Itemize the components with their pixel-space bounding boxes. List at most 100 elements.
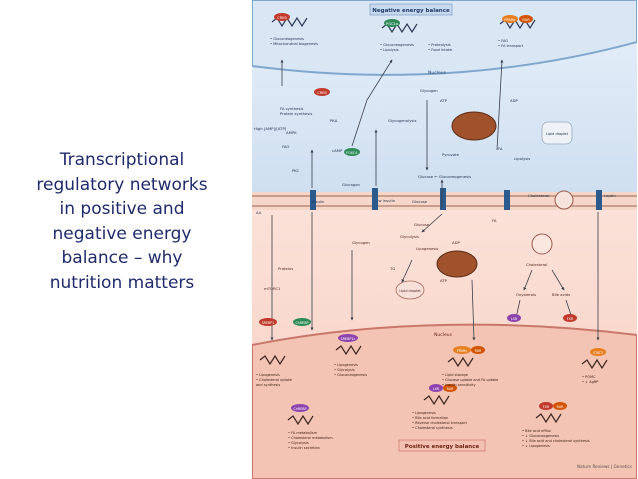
foxo1-label: FOXO1	[346, 151, 358, 155]
ppara-top-label: PPARα	[504, 18, 516, 22]
nucleus-label-top: Nucleus	[428, 70, 447, 76]
title-line: nutrition matters	[49, 272, 195, 293]
creb2-node	[314, 88, 330, 96]
membrane-labels: Insulin Glucose Cholesterol Leptin AA	[256, 193, 616, 215]
label: Proteins	[278, 266, 293, 271]
label: Cholesterol	[526, 262, 547, 267]
rxr-d-node	[553, 402, 567, 410]
bottom-nucleus	[252, 323, 637, 479]
label: FAO	[282, 144, 289, 149]
bullet: • Lipogenesis	[256, 373, 280, 377]
label: PKC	[292, 168, 300, 173]
positive-banner: Positive energy balance	[405, 444, 480, 450]
label: ATP	[440, 98, 448, 103]
label: Insulin	[312, 199, 325, 204]
label: cAMP	[332, 148, 343, 153]
figure-credit: Nature Reviews | Genetics	[577, 464, 632, 469]
label: Lipolysis	[514, 156, 530, 161]
fxr-label: FXR	[567, 317, 574, 321]
srebp1-node	[259, 318, 277, 326]
lipid-droplet-top	[541, 121, 573, 145]
label: FA	[492, 218, 497, 223]
bottom-bullets: • Lipogenesis • Cholesterol uptake and s…	[256, 363, 598, 450]
bullet: • Gluconeogenesis	[380, 43, 414, 47]
rxr-top-label: RXR	[522, 18, 530, 22]
label: Glycogenolysis	[388, 118, 416, 123]
bullet: • FA metabolism	[288, 431, 318, 435]
lxr2-node	[429, 384, 443, 392]
bullet: • Lipogenesis	[334, 363, 358, 367]
chrebp-node	[293, 318, 311, 326]
label: Bile acids	[552, 292, 570, 297]
label: PKA	[330, 118, 338, 123]
bullet: • Lipogenesis	[412, 411, 436, 415]
title-line: Transcriptional	[59, 150, 185, 170]
top-bullets: • Gluconeogenesis • Mitochondrial biogen…	[270, 37, 524, 52]
label: Glucagon	[342, 182, 361, 187]
rxr-d-label: RXR	[557, 405, 565, 409]
positive-banner-box	[398, 439, 486, 452]
label: Oxysterols	[516, 292, 536, 297]
label: Glycolysis	[400, 234, 419, 239]
bullet: • Lipolysis	[380, 48, 399, 52]
bullet: • ↓ Bile acid and cholesterol synthesis	[522, 439, 590, 443]
title-line: balance – why	[61, 248, 183, 268]
fxr-node	[563, 314, 577, 322]
creb-label: CREB	[277, 16, 287, 20]
label: Lipogenesis	[416, 246, 438, 251]
bottom-pathway-labels: Glycogen Glycolysis Glucose Lipogenesis …	[264, 218, 570, 297]
bullet: • Bile acid efflux	[522, 429, 551, 433]
bullet: • Cholesterol synthesis	[412, 426, 453, 430]
bullet: • Gluconeogenesis	[334, 373, 367, 377]
negative-banner-box	[369, 3, 453, 16]
top-pathway-labels: Glycogen Glycogenolysis ATP ADP Pyruvate…	[254, 88, 530, 203]
bullet: • ↓ AgRP	[582, 380, 598, 384]
pathway-arrows	[270, 59, 600, 341]
label: AMPK	[286, 130, 297, 135]
fxr2-node	[539, 402, 553, 410]
slide-title: Transcriptional regulatory networks in p…	[8, 148, 236, 295]
lipid-droplet-bottom-label: Lipid droplet	[399, 289, 421, 293]
label: Leptin	[604, 193, 616, 198]
dna-strands-bottom	[259, 344, 608, 426]
label: Glycogen	[420, 88, 438, 93]
bullet: • Proteolysis	[428, 43, 451, 47]
lipid-droplet-bottom	[395, 280, 425, 300]
rxr-b-node	[471, 346, 485, 354]
bullet: • Cholesterol uptake	[256, 378, 292, 382]
bullet: • FA transport	[498, 44, 524, 48]
top-nucleus	[252, 0, 637, 76]
lipoprotein-particle	[531, 233, 553, 255]
bullet: • Lipid storage	[442, 373, 468, 377]
label: Glucose	[414, 222, 430, 227]
title-line: in positive and	[59, 199, 185, 219]
label: Glucose ← Gluconeogenesis	[418, 174, 471, 179]
label: AA	[256, 210, 262, 215]
chrebp2-label: ChREBP	[293, 407, 306, 411]
bullet: • Glycolysis	[334, 368, 355, 372]
pgc1a-label: PGC1α	[386, 22, 398, 26]
label: Pyruvate	[442, 152, 460, 157]
energy-balance-figure: Negative energy balance Positive energy …	[252, 0, 637, 479]
label: FA synthesis	[280, 106, 304, 111]
foxo1-node	[344, 148, 360, 156]
label: ATP	[440, 278, 448, 283]
bullet: • ↓ Lipogenesis	[522, 444, 550, 448]
bullet: • FAO	[498, 39, 508, 43]
bullet: • Bile acid formation	[412, 416, 448, 420]
bullet: • POMC	[582, 375, 596, 379]
chrebp-label: ChREBP	[295, 321, 308, 325]
label: Protein synthesis	[280, 111, 312, 116]
membrane-receptors	[310, 188, 602, 210]
top-tf-nodes: CREB PGC1α PPARα RXR FOXO1 CREB	[274, 13, 533, 156]
creb-node	[274, 13, 290, 21]
title-line: regulatory networks	[36, 174, 208, 195]
bullet: • Cholesterol metabolism	[288, 436, 333, 440]
label: Low insulin	[374, 198, 396, 203]
label: Cholesterol	[528, 193, 549, 198]
rxr-top-node	[519, 15, 533, 23]
lxr2-label: LXR	[433, 387, 440, 391]
bullet: • ↓ Gluconeogenesis	[522, 434, 559, 438]
fxr2-label: FXR	[543, 405, 550, 409]
pparg-label: PPARγ	[457, 349, 467, 353]
